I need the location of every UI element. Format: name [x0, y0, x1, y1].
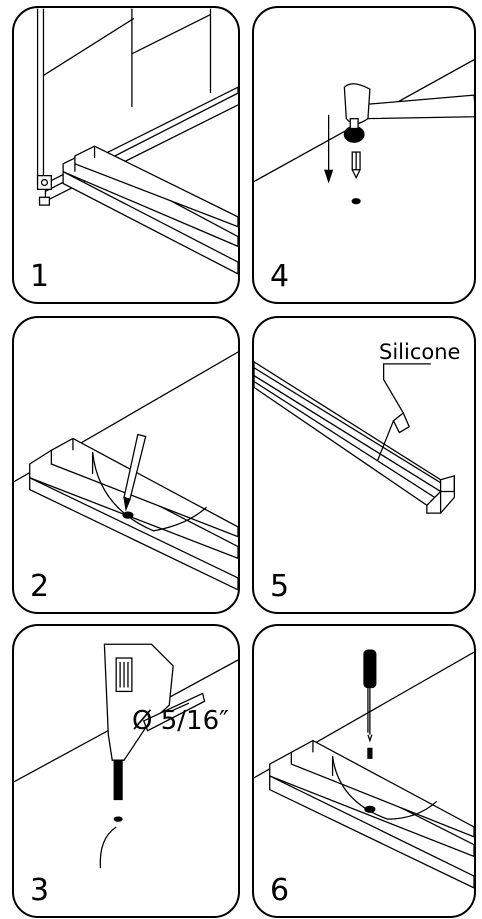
step-number: 5 — [270, 569, 290, 604]
pencil-icon — [123, 433, 147, 512]
screwdriver-icon — [363, 649, 377, 759]
step-3-panel: Ø 5/16″ 3 — [12, 624, 240, 918]
step-number: 4 — [270, 259, 290, 294]
step-4-panel: 4 — [252, 6, 476, 304]
silicone-label: Silicone — [379, 340, 461, 364]
anchor-icon — [351, 151, 361, 180]
drill-bit-size-label: Ø 5/16″ — [132, 706, 229, 736]
step-2-panel: 2 — [12, 316, 240, 614]
step-6-illustration — [254, 649, 474, 889]
drill-icon — [103, 643, 206, 801]
step-number: 6 — [270, 873, 290, 908]
silicone-tube-icon — [377, 411, 410, 461]
step-5-panel: Silicone 5 — [252, 316, 476, 614]
step-2-illustration — [14, 351, 238, 591]
hammer-icon — [343, 83, 474, 143]
step-1-panel: 1 — [12, 6, 240, 304]
step-number: 2 — [30, 569, 50, 604]
step-3-illustration — [14, 643, 238, 869]
step-1-illustration — [36, 8, 238, 275]
step-number: 1 — [30, 259, 50, 294]
step-5-illustration — [254, 361, 455, 514]
step-4-illustration — [254, 59, 474, 205]
step-number: 3 — [30, 873, 50, 908]
step-6-panel: 6 — [252, 624, 476, 918]
